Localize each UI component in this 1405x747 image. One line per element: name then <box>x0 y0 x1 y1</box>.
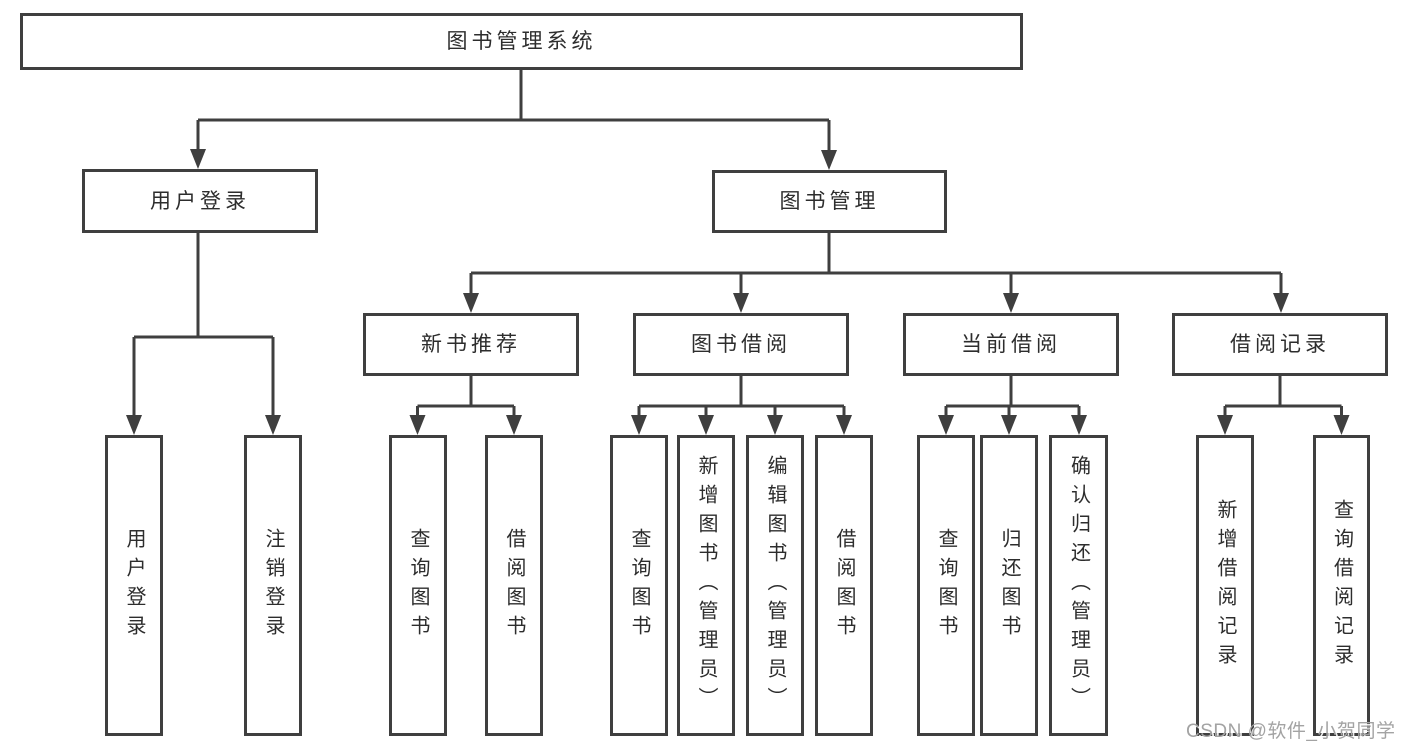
leaf-records-query-record: 查询借阅记录 <box>1313 435 1370 736</box>
leaf-current-query-books: 查询图书 <box>917 435 975 736</box>
leaf-logout: 注销登录 <box>244 435 302 736</box>
leaf-borrowing-borrow-books: 借阅图书 <box>815 435 873 736</box>
node-library-management-system: 图书管理系统 <box>20 13 1023 70</box>
leaf-borrowing-edit-books-admin: 编辑图书（管理员） <box>746 435 804 736</box>
node-new-book-recommend: 新书推荐 <box>363 313 579 376</box>
leaf-user-login: 用户登录 <box>105 435 163 736</box>
node-borrow-records: 借阅记录 <box>1172 313 1388 376</box>
leaf-recommend-query-books: 查询图书 <box>389 435 447 736</box>
node-book-borrowing: 图书借阅 <box>633 313 849 376</box>
leaf-borrowing-add-books-admin: 新增图书（管理员） <box>677 435 735 736</box>
node-book-management: 图书管理 <box>712 170 947 233</box>
leaf-recommend-borrow-books: 借阅图书 <box>485 435 543 736</box>
csdn-watermark: CSDN @软件_小贺同学 <box>1186 721 1396 742</box>
leaf-borrowing-query-books: 查询图书 <box>610 435 668 736</box>
leaf-current-return-books: 归还图书 <box>980 435 1038 736</box>
leaf-records-add-record: 新增借阅记录 <box>1196 435 1254 736</box>
node-current-borrowing: 当前借阅 <box>903 313 1119 376</box>
leaf-current-confirm-return-admin: 确认归还（管理员） <box>1049 435 1108 736</box>
node-user-login: 用户登录 <box>82 169 318 233</box>
